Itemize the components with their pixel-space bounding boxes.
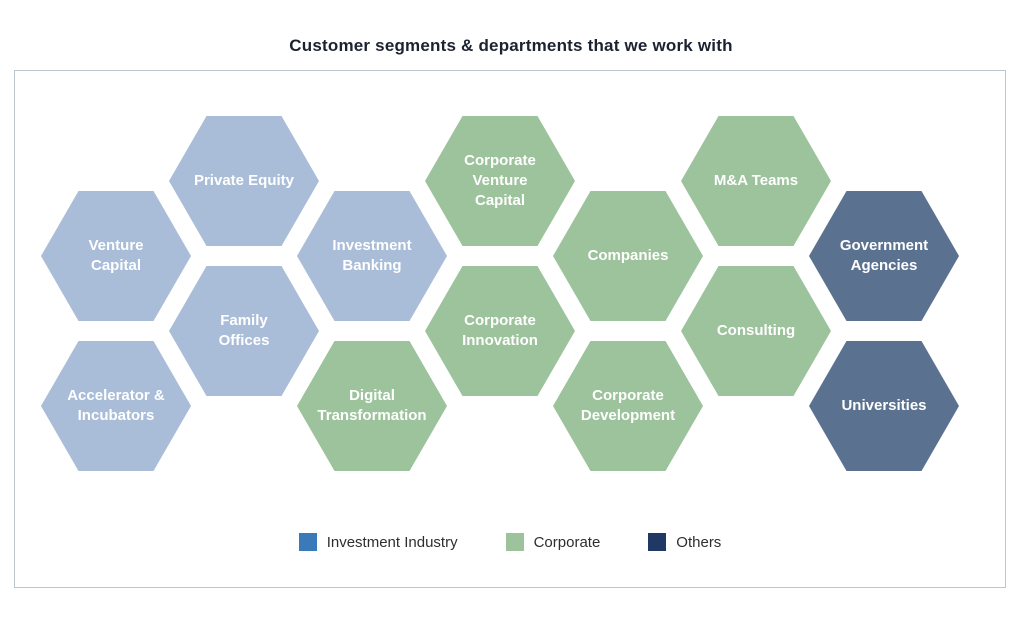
hex-accelerator-incubators: Accelerator & Incubators [41,341,191,471]
hex-label: Family Offices [218,311,270,349]
legend-swatch-icon [505,533,524,551]
hex-family-offices: Family Offices [169,266,319,396]
hex-government-agencies: Government Agencies [809,191,959,321]
hex-companies: Companies [553,191,703,321]
hex-label: Investment Banking [332,236,412,274]
legend-label: Investment Industry [326,533,458,551]
hex-universities: Universities [809,341,959,471]
hex-private-equity: Private Equity [169,116,319,246]
hex-label: Companies [587,246,669,264]
hex-label: Accelerator & Incubators [67,386,165,424]
legend: Investment Industry Corporate Others [15,533,1005,551]
hex-label: Consulting [716,321,796,339]
hex-venture-capital: Venture Capital [41,191,191,321]
hex-digital-transformation: Digital Transformation [297,341,447,471]
hex-label: Private Equity [193,171,295,189]
legend-swatch-icon [648,533,667,551]
legend-item-corporate: Corporate [505,533,601,551]
hex-label: Government Agencies [839,236,929,274]
legend-swatch-icon [298,533,317,551]
hex-label: Venture Capital [88,236,144,274]
page-title: Customer segments & departments that we … [289,36,733,55]
hex-label: Digital Transformation [317,386,427,424]
hex-label: Corporate Innovation [462,311,538,349]
legend-label: Corporate [533,533,601,551]
legend-item-others: Others [648,533,721,551]
hex-label: Universities [841,396,927,414]
hex-consulting: Consulting [681,266,831,396]
hex-corporate-innovation: Corporate Innovation [425,266,575,396]
hex-label: M&A Teams [713,171,799,189]
hex-corporate-venture-capital: Corporate Venture Capital [425,116,575,246]
hex-m-a-teams: M&A Teams [681,116,831,246]
legend-item-investment-industry: Investment Industry [298,533,458,551]
hex-corporate-development: Corporate Development [553,341,703,471]
hex-label: Corporate Venture Capital [464,151,536,210]
hex-investment-banking: Investment Banking [297,191,447,321]
legend-label: Others [676,533,722,551]
hex-label: Corporate Development [580,386,676,424]
